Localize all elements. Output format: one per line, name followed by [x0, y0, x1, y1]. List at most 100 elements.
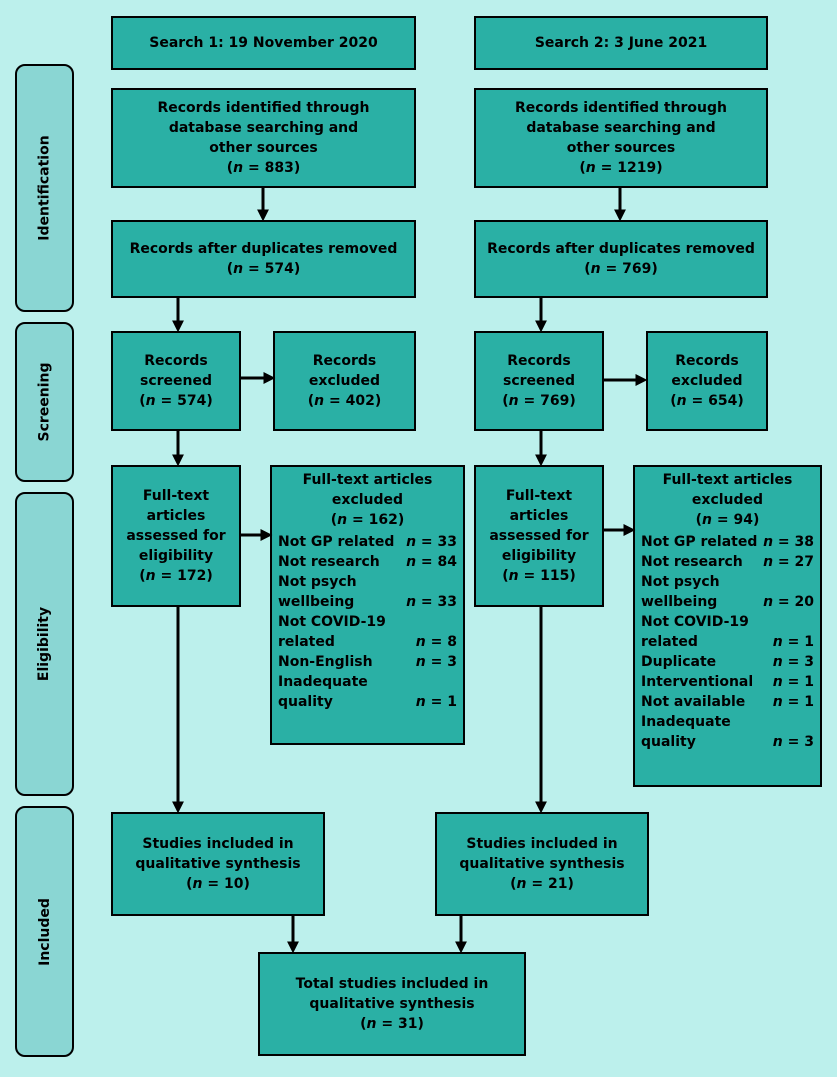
- exclusion-reason-count: n = 1: [772, 674, 814, 690]
- phase-included: Included: [15, 806, 74, 1057]
- box-text-line: screened: [502, 373, 575, 389]
- search2-header: Search 2: 3 June 2021: [474, 16, 768, 70]
- box-text-line: Full-text: [142, 488, 210, 504]
- exclusion-reason-count: n = 3: [772, 654, 814, 670]
- box-count: (n = 402): [307, 393, 382, 409]
- box-text-line: excluded: [331, 492, 404, 508]
- box-count: (n = 94): [695, 512, 760, 528]
- box-text-line: eligibility: [501, 548, 577, 564]
- exclusion-reason-label: Not GP related: [278, 534, 395, 550]
- exclusion-reason-label: Not available: [641, 694, 746, 710]
- search2-header-label: Search 2: 3 June 2021: [534, 35, 708, 51]
- total-studies-included: Total studies included in qualitative syn…: [258, 952, 526, 1056]
- exclusion-reason-count: n = 33: [406, 594, 457, 610]
- box-heading: Records identified through database searc…: [119, 98, 408, 178]
- box-text-line: articles: [509, 508, 569, 524]
- exclusion-reason-label: Not psych wellbeing: [278, 574, 357, 610]
- search1-records-identified: Records identified through database searc…: [111, 88, 416, 188]
- box-text-line: other sources: [566, 140, 676, 156]
- box-count: (n = 769): [584, 261, 658, 277]
- exclusion-reason-label: Not GP related: [641, 534, 758, 550]
- box-count: (n = 162): [330, 512, 405, 528]
- box-count: (n = 883): [226, 160, 301, 176]
- exclusion-reason-count: n = 38: [763, 534, 814, 550]
- box-text-line: qualitative synthesis: [309, 996, 475, 1012]
- box-text-line: assessed for: [126, 528, 226, 544]
- exclusion-reason-row: Not available n = 1: [641, 692, 814, 712]
- phase-screening: Screening: [15, 322, 74, 482]
- exclusion-reason-count: n = 27: [763, 554, 814, 570]
- box-text-line: Records: [144, 353, 208, 369]
- box-text-line: Records after duplicates removed: [129, 241, 398, 257]
- exclusion-reason-count: n = 1: [415, 694, 457, 710]
- phase-identification: Identification: [15, 64, 74, 312]
- exclusion-reason-row: Inadequate quality n = 1: [278, 672, 457, 712]
- search1-header: Search 1: 19 November 2020: [111, 16, 416, 70]
- box-text-line: Records identified through: [157, 100, 370, 116]
- box-text-line: excluded: [691, 492, 764, 508]
- exclusion-reason-count: n = 1: [772, 634, 814, 650]
- box-text-line: database searching and: [526, 120, 716, 136]
- exclusion-reason-row: Not GP related n = 33: [278, 532, 457, 552]
- box-count: (n = 115): [502, 568, 576, 584]
- box-text-line: excluded: [308, 373, 381, 389]
- box-text-line: Studies included in: [142, 836, 294, 852]
- box-text-line: Records: [312, 353, 377, 369]
- search1-records-screened: Records screened (n = 574): [111, 331, 241, 431]
- box-heading: Records screened (n = 574): [119, 351, 233, 411]
- box-text-line: qualitative synthesis: [135, 856, 301, 872]
- search2-records-after-duplicates: Records after duplicates removed(n = 769…: [474, 220, 768, 298]
- box-count: (n = 1219): [579, 160, 663, 176]
- exclusion-reason-label: Not psych wellbeing: [641, 574, 720, 610]
- exclusion-reason-count: n = 3: [415, 654, 457, 670]
- box-text-line: qualitative synthesis: [459, 856, 625, 872]
- search2-records-identified: Records identified through database searc…: [474, 88, 768, 188]
- exclusion-reason-count: n = 84: [406, 554, 457, 570]
- exclusion-reason-count: n = 8: [415, 634, 457, 650]
- exclusion-reason-label: Inadequate quality: [278, 674, 368, 710]
- exclusion-reason-label: Duplicate: [641, 654, 717, 670]
- box-heading: Records after duplicates removed(n = 769…: [482, 239, 760, 279]
- box-text-line: Records: [675, 353, 739, 369]
- exclusion-reason-label: Not COVID-19 related: [278, 614, 386, 650]
- search1-header-label: Search 1: 19 November 2020: [149, 35, 378, 51]
- box-text-line: screened: [139, 373, 212, 389]
- box-text-line: excluded: [671, 373, 743, 389]
- phase-eligibility: Eligibility: [15, 492, 74, 796]
- box-text-line: other sources: [209, 140, 318, 156]
- box-count: (n = 574): [139, 393, 213, 409]
- exclusion-reason-row: Interventional n = 1: [641, 672, 814, 692]
- box-text-line: articles: [146, 508, 206, 524]
- box-text-line: Studies included in: [466, 836, 618, 852]
- box-text-line: Records identified through: [514, 100, 727, 116]
- box-text-line: Total studies included in: [295, 976, 489, 992]
- exclusion-reason-label: Interventional: [641, 674, 754, 690]
- box-count: (n = 21): [510, 876, 574, 892]
- box-count: (n = 654): [670, 393, 744, 409]
- exclusion-reason-row: Not COVID-19 related n = 1: [641, 612, 814, 652]
- exclusion-reason-row: Duplicate n = 3: [641, 652, 814, 672]
- exclusion-reason-label: Non-English: [278, 654, 373, 670]
- box-heading: Studies included in qualitative synthesis…: [119, 834, 317, 894]
- box-count: (n = 10): [186, 876, 250, 892]
- exclusion-reason-label: Not COVID-19 related: [641, 614, 749, 650]
- box-text-line: database searching and: [168, 120, 359, 136]
- exclusion-reason-count: n = 3: [772, 734, 814, 750]
- exclusion-reason-count: n = 33: [406, 534, 457, 550]
- exclusion-reason-row: Non-English n = 3: [278, 652, 457, 672]
- box-count: (n = 769): [502, 393, 576, 409]
- box-heading: Records identified through database searc…: [482, 98, 760, 178]
- box-count: (n = 574): [226, 261, 301, 277]
- exclusion-reason-count: n = 1: [772, 694, 814, 710]
